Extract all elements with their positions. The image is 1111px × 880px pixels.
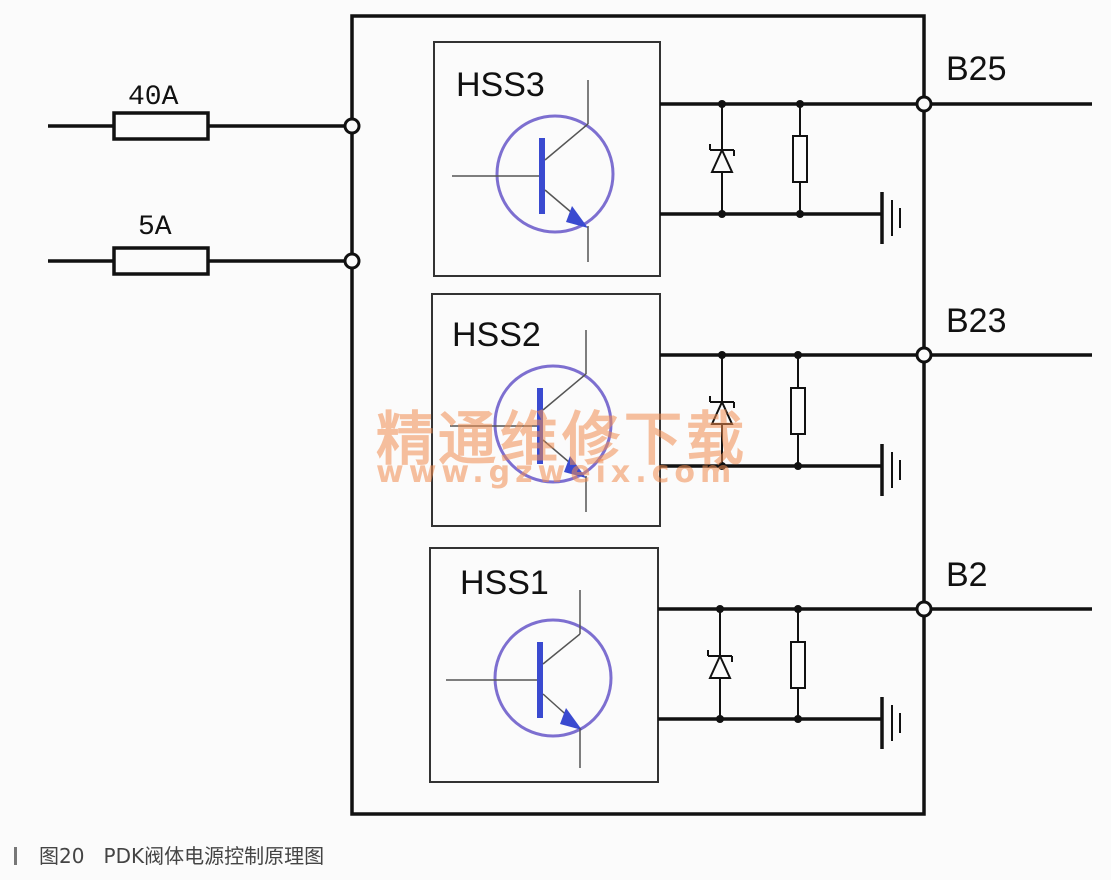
hss-box — [429, 547, 659, 783]
input-node-2 — [343, 252, 361, 270]
output-node — [915, 95, 933, 113]
watermark-text: 精通维修下载 — [376, 405, 749, 473]
output-node — [915, 346, 933, 364]
fuse-5a: 5A — [48, 212, 361, 276]
terminal-label: B25 — [946, 50, 1007, 88]
fuse-label: 5A — [138, 212, 172, 243]
watermark-url: www.gzweix.com — [376, 455, 737, 490]
transistor-symbol — [493, 364, 613, 484]
hss-box — [431, 293, 661, 527]
channel-hss3: HSS3 B25 — [433, 41, 1092, 277]
figure-title: PDK阀体电源控制原理图 — [103, 844, 325, 868]
tvs-diode — [709, 351, 735, 470]
terminal-label: B2 — [946, 556, 988, 594]
resistor — [790, 351, 806, 470]
tvs-diode — [707, 605, 733, 723]
fuse-40a: 40A — [48, 82, 361, 141]
input-node-1 — [343, 117, 361, 135]
hss-label: HSS1 — [460, 564, 549, 602]
figure-caption: 图20 PDK阀体电源控制原理图 — [14, 840, 324, 869]
resistor — [792, 100, 808, 218]
transistor-symbol — [493, 618, 613, 738]
channel-hss1: HSS1 B2 — [429, 547, 1092, 783]
module-outline — [350, 14, 926, 816]
schematic: 40A 5A HSS3 B25 — [48, 14, 1092, 816]
fuse-label: 40A — [128, 82, 179, 113]
hss-label: HSS3 — [456, 66, 545, 104]
figure-number: 图20 — [39, 844, 85, 868]
ground-symbol — [880, 444, 901, 496]
ground-symbol — [880, 192, 901, 244]
transistor-symbol — [495, 114, 615, 234]
ground-symbol — [880, 697, 901, 749]
caption-bar — [14, 847, 17, 865]
tvs-diode — [709, 100, 735, 218]
resistor — [790, 605, 806, 723]
channel-hss2: HSS2 B23 — [431, 293, 1092, 527]
output-node — [915, 600, 933, 618]
hss-label: HSS2 — [452, 316, 541, 354]
terminal-label: B23 — [946, 302, 1007, 340]
